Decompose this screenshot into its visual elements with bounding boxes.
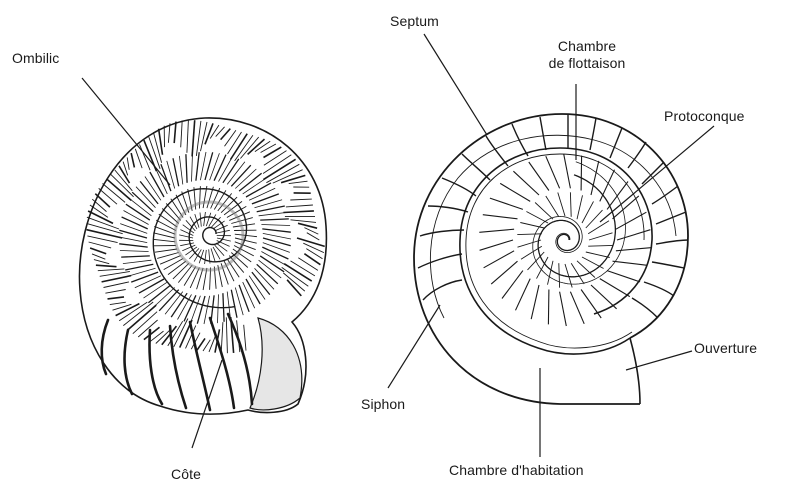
right-core-septum (526, 212, 548, 224)
right-aperture-lip (630, 338, 640, 404)
right-core-septum (571, 263, 584, 284)
label-siphon: Siphon (361, 396, 405, 413)
right-inner-septum (560, 292, 567, 326)
label-ombilic: Ombilic (12, 50, 59, 67)
right-inner-septum (516, 279, 531, 311)
right-inner-septum (548, 290, 549, 325)
right-inner-septum (483, 215, 518, 219)
right-septum (632, 298, 658, 318)
right-inner-septum (600, 170, 615, 202)
right-inner-septum (616, 248, 651, 251)
right-septum (486, 136, 508, 166)
right-core-septum (548, 261, 554, 285)
right-septum (590, 118, 596, 150)
septum-leader-line (424, 34, 487, 135)
right-septum (540, 117, 546, 150)
right-inner-septum (616, 212, 647, 229)
right-core-septum (546, 196, 559, 217)
right-septum (656, 212, 686, 224)
right-inner-septum (502, 271, 523, 299)
right-inner-septum (581, 156, 582, 191)
right-septum (610, 128, 622, 158)
right-inner-septum (480, 240, 513, 250)
right-core-septum (588, 245, 613, 246)
right-core-septum (535, 203, 553, 220)
label-ouverture: Ouverture (694, 340, 757, 357)
right-septum (418, 254, 462, 268)
right-core-septum (586, 252, 610, 258)
right-core-septum (588, 221, 609, 234)
label-septum: Septum (390, 13, 439, 30)
right-inner-septum (479, 229, 514, 232)
right-core-septum (582, 257, 604, 269)
right-core-septum (589, 233, 613, 240)
right-inner-septum (513, 171, 539, 195)
right-septum (652, 262, 684, 268)
right-inner-spiral (538, 175, 615, 277)
right-septum (628, 142, 646, 168)
right-septum (423, 280, 462, 300)
right-inner-septum (500, 183, 530, 201)
right-inner-septum (617, 230, 650, 240)
label-chambre-habitation: Chambre d'habitation (449, 462, 584, 479)
right-inner-septum (531, 285, 539, 319)
right-core-septum (558, 193, 565, 217)
label-cote: Côte (171, 466, 201, 483)
siphon-leader-line (388, 305, 440, 388)
right-core-septum (577, 195, 583, 219)
right-septum (644, 282, 674, 296)
label-protoconque: Protoconque (664, 108, 745, 125)
right-core-septum (586, 210, 603, 228)
right-core-septum (570, 192, 571, 217)
right-inner-septum (613, 196, 639, 219)
right-septum (420, 230, 464, 236)
right-inner-septum (529, 162, 549, 191)
right-inner-septum (484, 251, 514, 268)
right-septum (656, 240, 688, 244)
right-core-septum (517, 234, 542, 235)
right-septum (428, 206, 468, 212)
label-chambre-de-flottaison-line2: de flottaison (532, 55, 642, 72)
right-inner-septum (607, 271, 640, 282)
right-inner-septum (490, 198, 523, 209)
label-chambre-de-flottaison-line1: Chambre (532, 38, 642, 55)
right-septum (652, 186, 678, 204)
right-outer-shell-outline (414, 114, 688, 404)
right-core-septum (559, 263, 560, 288)
right-inner-septum (600, 279, 630, 297)
right-inner-septum (613, 261, 648, 265)
right-septum (642, 162, 664, 184)
right-inner-septum (564, 154, 571, 188)
right-inner-septum (591, 285, 617, 309)
right-core-septum (528, 252, 545, 270)
right-core-septum (582, 201, 594, 223)
right-inner-septum (546, 156, 560, 188)
right-inner-septum (581, 290, 601, 319)
right-inner-septum (491, 261, 517, 284)
right-inner-septum (570, 292, 584, 324)
right-septum (462, 154, 490, 180)
label-chambre-de-flottaison: Chambre de flottaison (532, 38, 642, 72)
